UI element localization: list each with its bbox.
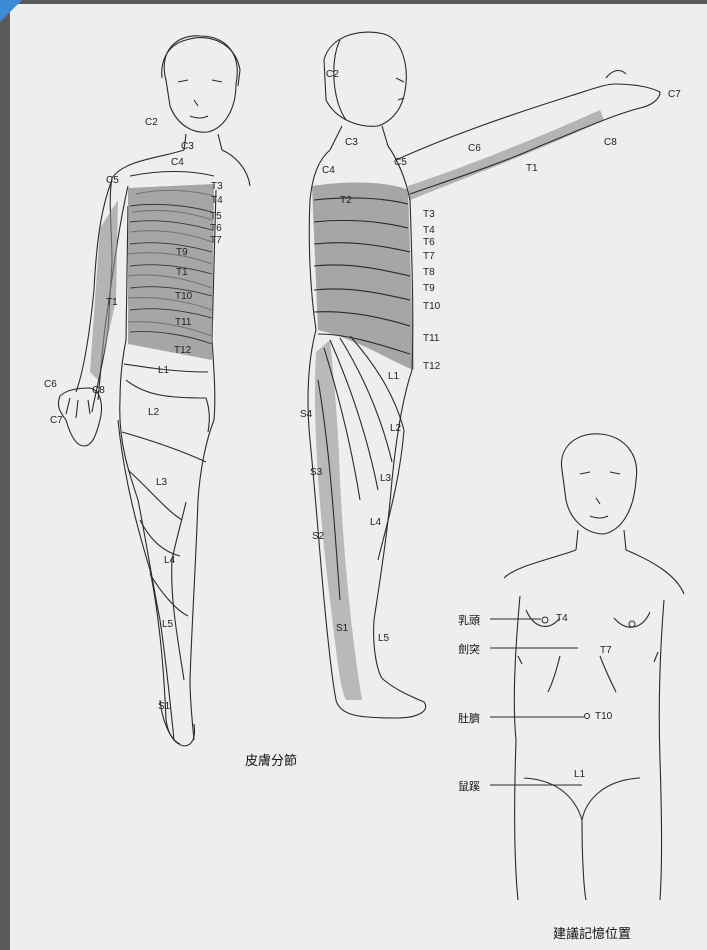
front-label-t3: T3 [211,182,223,192]
front-label-t6: T6 [210,224,222,234]
front-label-c8: C8 [92,386,105,396]
front-label-t7: T7 [210,236,222,246]
front-label-s1: S1 [158,702,170,712]
landmark-navel-name: 肚臍 [458,710,480,726]
navel-icon [585,714,590,719]
front-label-c2: C2 [145,118,158,128]
landmark-xiphoid-level: T7 [600,646,612,656]
landmark-groin-name: 鼠蹊 [458,778,480,794]
side-label-l1: L1 [388,372,399,382]
front-label-c3: C3 [181,142,194,152]
landmark-groin-level: L1 [574,770,585,780]
nipple-left-icon [542,617,548,623]
side-label-s1: S1 [336,624,348,634]
front-label-t1: T1 [176,268,188,278]
side-label-t4: T4 [423,226,435,236]
front-label-c6: C6 [44,380,57,390]
front-label-t5: T5 [210,212,222,222]
landmark-nipple-level: T4 [556,614,568,624]
front-label-l2: L2 [148,408,159,418]
side-label-t2: T2 [340,196,352,206]
side-label-c5: C5 [394,158,407,168]
side-label-c3: C3 [345,138,358,148]
landmark-xiphoid-name: 劍突 [458,641,480,657]
nipple-right-icon [629,621,635,627]
side-label-c7: C7 [668,90,681,100]
side-label-t12: T12 [423,362,440,372]
front-label-t4: T4 [211,196,223,206]
front-label-l3: L3 [156,478,167,488]
side-label-c2: C2 [326,70,339,80]
front-label-t9: T9 [176,248,188,258]
side-label-c8: C8 [604,138,617,148]
caption-dermatome: 皮膚分節 [245,750,297,769]
front-label-t11: T11 [175,318,192,328]
caption-memory: 建議記憶位置 [553,923,631,942]
side-label-l5: L5 [378,634,389,644]
side-label-l4: L4 [370,518,381,528]
side-label-t10: T10 [423,302,440,312]
front-label-l4: L4 [164,556,175,566]
side-label-t6: T6 [423,238,435,248]
front-label-c7: C7 [50,416,63,426]
side-label-c4: C4 [322,166,335,176]
front-label-t1-arm: T1 [106,298,118,308]
side-label-t1: T1 [526,164,538,174]
side-label-t3: T3 [423,210,435,220]
side-label-t9: T9 [423,284,435,294]
side-label-t7: T7 [423,252,435,262]
side-label-s4: S4 [300,410,312,420]
front-label-l5: L5 [162,620,173,630]
landmark-navel-level: T10 [595,712,612,722]
front-label-t12: T12 [174,346,191,356]
side-label-t11: T11 [423,334,440,344]
front-label-t10: T10 [175,292,192,302]
front-label-l1: L1 [158,366,169,376]
front-label-c5: C5 [106,176,119,186]
side-label-s3: S3 [310,468,322,478]
front-label-c4: C4 [171,158,184,168]
landmark-nipple-name: 乳頭 [458,612,480,628]
side-label-s2: S2 [312,532,324,542]
side-label-t8: T8 [423,268,435,278]
side-label-c6: C6 [468,144,481,154]
side-label-l2: L2 [390,424,401,434]
side-label-l3: L3 [380,474,391,484]
